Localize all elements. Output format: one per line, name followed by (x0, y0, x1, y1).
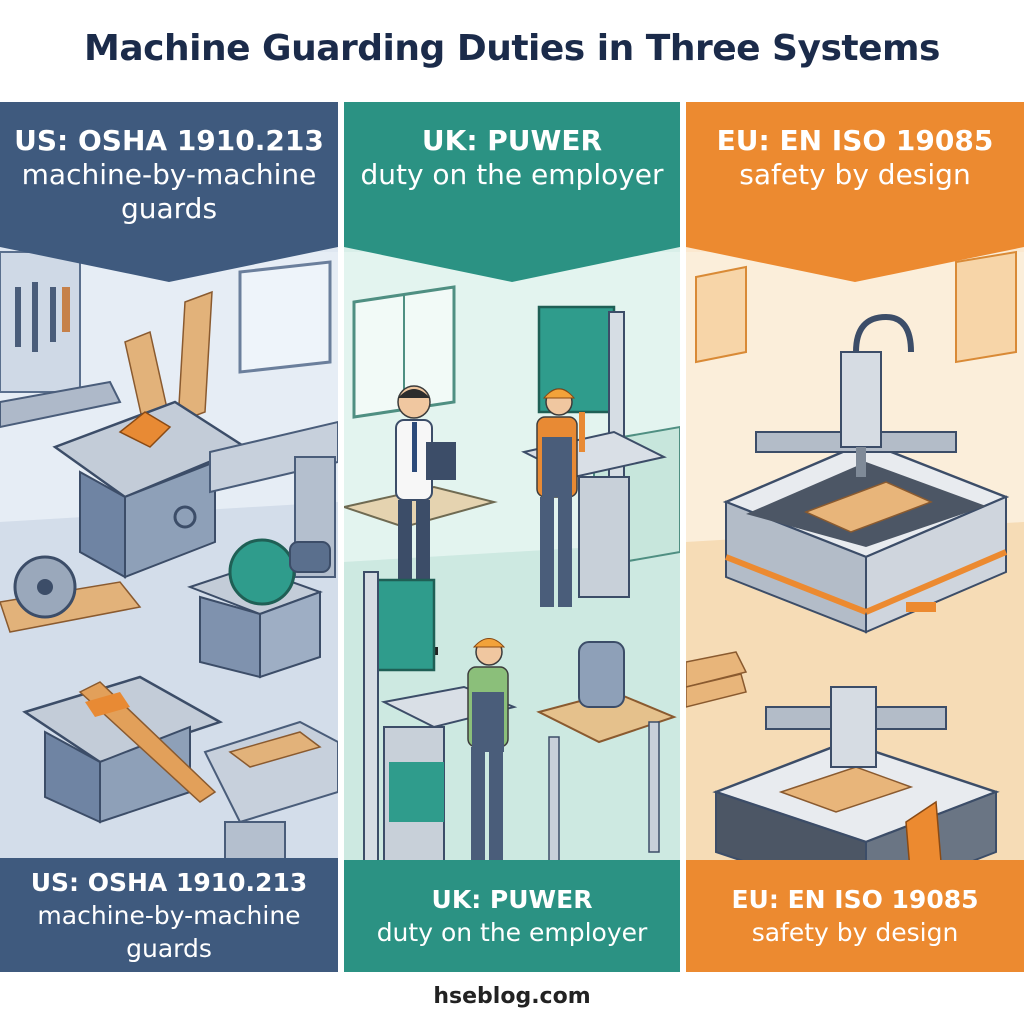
router-table (536, 641, 677, 868)
window (238, 260, 332, 374)
panel-uk: UK: PUWER duty on the employer UK: PUWER… (344, 102, 680, 972)
us-footer-box: US: OSHA 1910.213 machine-by-machine gua… (0, 858, 338, 972)
eu-footer-heading: EU: EN ISO 19085 (731, 885, 979, 914)
table-saw-2 (22, 675, 224, 824)
eu-workshop-illustration (686, 250, 1024, 972)
panel-eu: EU: EN ISO 19085 safety by design EU: EN… (686, 102, 1024, 972)
eu-heading: EU: EN ISO 19085 (716, 124, 994, 157)
page-title: Machine Guarding Duties in Three Systems (84, 28, 940, 69)
circular-saw (0, 555, 142, 633)
panel-us: US: OSHA 1910.213 machine-by-machine gua… (0, 102, 338, 972)
us-workshop-illustration (0, 251, 338, 972)
us-heading-banner: US: OSHA 1910.213 machine-by-machine gua… (0, 102, 338, 282)
miter-saw (187, 538, 331, 679)
eu-footer-box: EU: EN ISO 19085 safety by design (686, 860, 1024, 972)
wall-poster-2 (955, 250, 1017, 364)
worker-figure (536, 388, 578, 607)
uk-footer-subheading: duty on the employer (376, 918, 648, 947)
uk-footer-heading: UK: PUWER (431, 885, 593, 914)
table-saw (52, 400, 248, 579)
us-subheading: machine-by-machine guards (21, 158, 317, 225)
cnc-router-2 (712, 686, 1000, 904)
uk-footer-box: UK: PUWER duty on the employer (344, 860, 680, 972)
eu-footer-subheading: safety by design (751, 918, 959, 947)
band-saw (521, 305, 667, 598)
us-footer-subheading: machine-by-machine guards (37, 900, 301, 963)
eu-subheading: safety by design (739, 158, 971, 191)
uk-subheading: duty on the employer (360, 158, 664, 191)
worker-figure-2 (467, 638, 509, 862)
uk-heading-banner: UK: PUWER duty on the employer (344, 102, 680, 282)
wall-poster (695, 265, 747, 364)
site-credit: hseblog.com (433, 984, 591, 1009)
us-heading: US: OSHA 1910.213 (14, 124, 324, 157)
us-footer-heading: US: OSHA 1910.213 (30, 867, 308, 897)
uk-heading: UK: PUWER (421, 124, 603, 157)
eu-heading-banner: EU: EN ISO 19085 safety by design (686, 102, 1024, 282)
cnc-router (722, 313, 1010, 634)
